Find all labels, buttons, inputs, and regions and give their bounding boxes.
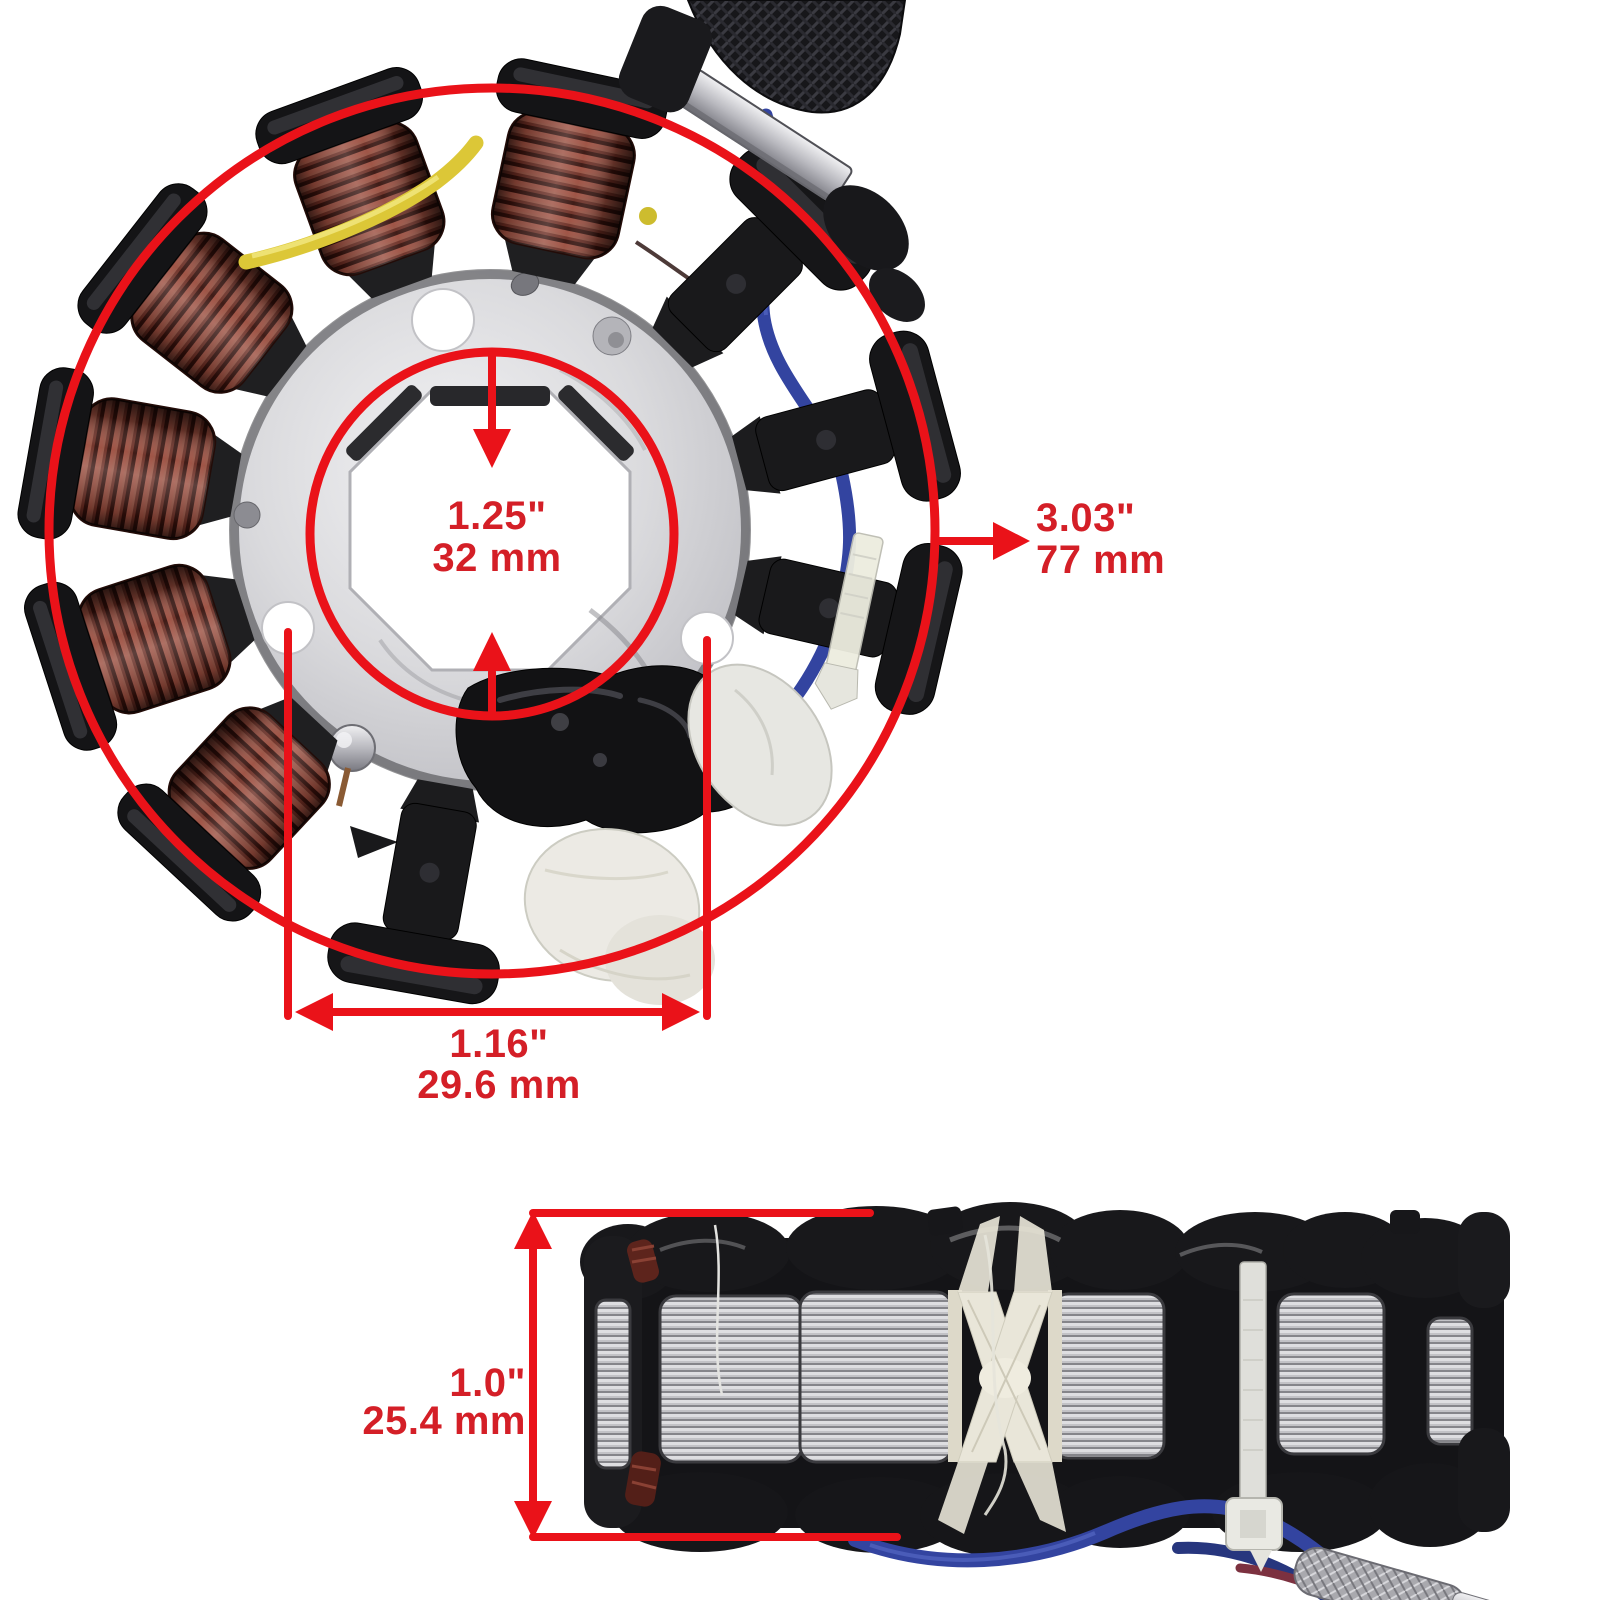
hole-spacing-label-inches: 1.16" xyxy=(449,1022,548,1066)
top-view-annotations: 1.25" 32 mm 3.03" 77 mm 1.16" 29.6 mm xyxy=(44,83,1165,1107)
cable-tie-side-view xyxy=(1225,1261,1283,1572)
fiberglass-lacing xyxy=(938,1216,1066,1534)
inner-diameter-label-inches: 1.25" xyxy=(447,494,546,538)
wire-harness xyxy=(618,0,925,322)
height-label-mm: 25.4 mm xyxy=(362,1399,526,1443)
outer-diameter-label-mm: 77 mm xyxy=(1036,538,1165,582)
height-label-inches: 1.0" xyxy=(449,1361,526,1405)
inner-diameter-label-mm: 32 mm xyxy=(432,536,561,580)
solder-joint xyxy=(328,724,376,772)
braided-sheath xyxy=(1293,1546,1510,1600)
stator-side-view-photo xyxy=(580,1202,1510,1600)
lead-wires-side xyxy=(848,1499,1510,1600)
yellow-wire xyxy=(238,135,657,270)
cable-tie-top-view xyxy=(814,532,884,710)
side-view-annotations: 1.0" 25.4 mm xyxy=(362,1209,901,1541)
hole-spacing-label-mm: 29.6 mm xyxy=(417,1063,581,1107)
outer-diameter-label-inches: 3.03" xyxy=(1036,496,1135,540)
outer-diameter-circle xyxy=(44,83,940,979)
mount-hole-top xyxy=(411,288,475,352)
laminated-pole-faces xyxy=(594,1290,1474,1470)
